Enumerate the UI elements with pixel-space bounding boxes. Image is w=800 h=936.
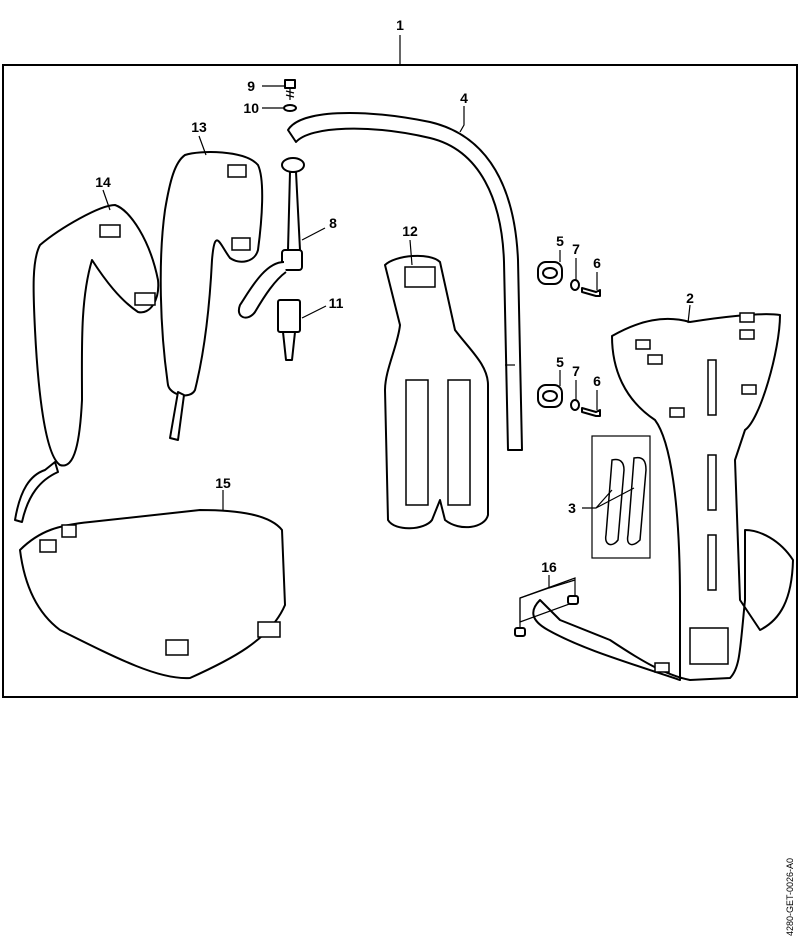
leader-line-13 [198,135,207,156]
callout-14: 14 [95,174,111,190]
leader-line-3 [582,487,635,509]
clamp-upper-part-5 [537,261,563,285]
screw-upper-part-6 [581,287,601,297]
washer-lower-part-7 [570,399,580,411]
callout-15: 15 [215,475,231,491]
callout-7-lower: 7 [572,363,580,379]
buckle-part-11 [277,299,301,361]
callout-3: 3 [568,500,576,516]
callout-2: 2 [686,290,694,306]
callout-7-upper: 7 [572,241,580,257]
leader-line-12 [409,239,413,266]
back-plate-part-2 [532,312,794,681]
shoulder-strap-part-14 [14,204,160,523]
callout-6-lower: 6 [593,373,601,389]
callout-10: 10 [243,100,259,116]
callout-4: 4 [460,90,468,106]
strap-part-8 [237,157,305,319]
leader-line-16 [519,575,576,628]
callout-16: 16 [541,559,557,575]
leader-line-8 [301,227,326,241]
callout-13: 13 [191,119,207,135]
washer-part-10 [283,104,297,112]
carrying-tube [287,112,523,451]
back-pad-part-12 [384,254,489,530]
callout-8: 8 [329,215,337,231]
washer-upper-part-7 [570,279,580,291]
hip-belt-part-15 [19,509,286,680]
slot-pad-part-3 [591,435,651,559]
screw-part-9 [284,79,296,100]
leader-line-4 [459,106,465,133]
callout-5-lower: 5 [556,354,564,370]
clamp-lower-part-5 [537,384,563,408]
callout-12: 12 [402,223,418,239]
screw-lower-part-6 [581,407,601,417]
callout-9: 9 [247,78,255,94]
callout-5-upper: 5 [556,233,564,249]
leader-line-11 [301,305,327,319]
leader-line-14 [102,189,111,211]
shoulder-strap-part-13 [159,151,264,441]
drawing-code: 4280-GET-0026-A0 [785,857,795,936]
callout-11: 11 [329,295,344,311]
callout-6-upper: 6 [593,255,601,271]
leader-line-2 [687,304,691,324]
callout-1: 1 [396,17,404,33]
